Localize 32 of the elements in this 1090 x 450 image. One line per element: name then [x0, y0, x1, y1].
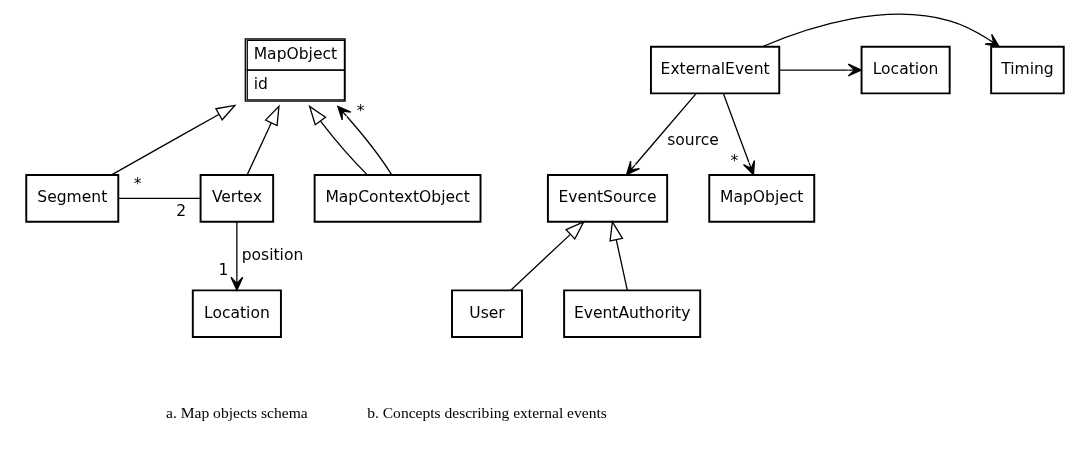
edge-label: position — [241, 245, 304, 264]
node-box: EventSource — [546, 173, 669, 223]
label: * — [356, 101, 365, 120]
label: * — [730, 151, 739, 170]
arrow — [609, 219, 628, 291]
node-box: ExternalEvent — [650, 45, 781, 94]
node-box: Segment — [25, 173, 120, 223]
node-box: User — [451, 288, 523, 338]
arrow — [510, 220, 586, 291]
arrow — [722, 92, 756, 175]
arrow — [230, 220, 244, 291]
node-box: Location — [191, 288, 282, 338]
label: a. Map objects schema — [166, 403, 308, 421]
arrow — [246, 104, 280, 175]
label: b. Concepts describing external events — [367, 403, 607, 421]
label: * — [133, 174, 142, 193]
node-box: Timing — [990, 45, 1065, 94]
node-box: Vertex — [199, 173, 275, 223]
arrow — [337, 105, 393, 175]
arrow — [778, 63, 862, 77]
arrow — [110, 103, 237, 176]
node-box: EventAuthority — [563, 288, 702, 338]
label: 1 — [218, 260, 229, 279]
arrow — [308, 104, 368, 175]
node-box: MapContextObject — [313, 173, 482, 223]
arrow — [625, 92, 697, 175]
node-box: MapObject — [708, 173, 816, 223]
connector — [117, 197, 201, 199]
label: 2 — [176, 201, 187, 220]
node-box: Location — [860, 45, 951, 94]
edge-label: source — [667, 130, 719, 149]
arrow — [762, 13, 1000, 47]
